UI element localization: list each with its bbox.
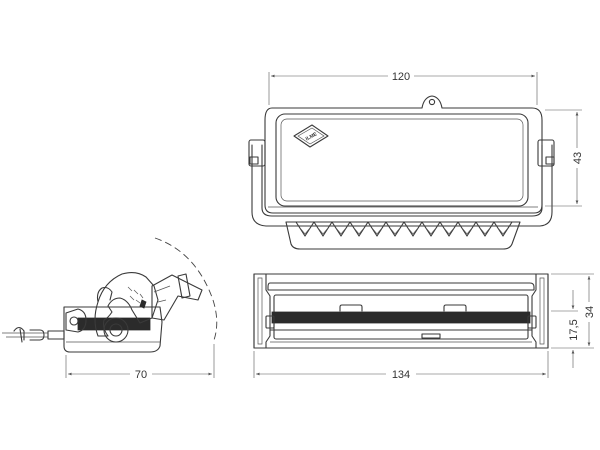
dim-34-label: 34 [584, 306, 596, 318]
top-view-hanging-hole [428, 98, 436, 106]
top-view-body [285, 221, 521, 250]
front-view-pillar-left [253, 273, 271, 349]
side-view-cam-markings [127, 286, 144, 304]
top-view-lever-bracket [251, 144, 553, 227]
side-view-lever-hook-tip [96, 286, 113, 303]
front-view-slot [421, 333, 441, 339]
top-view-cover-recess [280, 118, 524, 202]
brand-logo-diamond-inner [297, 127, 325, 145]
front-view-pillar-left-inner [257, 277, 263, 345]
top-view-lever-bracket-inner [261, 144, 543, 217]
side-view-lanyard-hook [13, 326, 25, 341]
side-view-knob-pin [69, 316, 79, 326]
side-view-cam-dark-mark [139, 299, 147, 309]
brand-logo: ILME [293, 124, 329, 148]
front-view-gasket-clip-right [527, 315, 537, 329]
brand-logo-diamond [293, 124, 329, 148]
side-view-lever-arm-tab [177, 273, 191, 299]
front-view-bump-left [339, 304, 363, 312]
top-view-pivot-left [248, 139, 266, 167]
dim-134-label: 134 [392, 369, 410, 381]
top-view-teeth-inner [299, 227, 509, 235]
dim-70-label: 70 [135, 369, 147, 381]
side-view-lanyard-link [29, 329, 45, 341]
front-view-body-outer [253, 273, 549, 349]
dim-43-label: 43 [572, 152, 584, 164]
front-view-gasket-clip-left [265, 315, 275, 329]
top-view-cover-outer [264, 95, 543, 214]
side-view-knob [65, 308, 87, 333]
front-view-body-top [267, 282, 535, 291]
side-view: 70 [2, 237, 218, 381]
side-view-lanyard-hook-2 [19, 328, 23, 343]
top-view-pivot-left-pin [249, 156, 259, 165]
front-view-pillar-right-inner [539, 277, 545, 345]
dim-120-label: 120 [392, 71, 410, 83]
top-view-cover-inner [275, 113, 529, 207]
side-view-cam-disc [103, 317, 129, 343]
top-view-pivot-right-pin [545, 156, 555, 165]
front-view-bump-right [443, 304, 467, 312]
side-view-cam-pin [109, 323, 123, 337]
side-view-base [63, 306, 163, 353]
top-view-pivot-right [537, 139, 555, 167]
front-view-pillar-right [531, 273, 549, 349]
dim-17-5-label: 17,5 [568, 319, 580, 340]
front-view-gasket [271, 311, 531, 324]
side-view-lever-swing-arc [154, 237, 218, 341]
brand-logo-text: ILME [305, 131, 319, 142]
side-view-lever-arm-line-2 [157, 299, 167, 303]
side-view-lever-hook [94, 271, 159, 337]
side-view-lanyard-connector [47, 330, 65, 340]
front-view: 134 34 17,5 [253, 273, 596, 381]
top-view-teeth [295, 221, 513, 237]
side-view-lever-arm-line [153, 285, 171, 293]
top-view: ILME 120 43 [248, 71, 584, 250]
side-view-lever-arm [151, 274, 203, 321]
